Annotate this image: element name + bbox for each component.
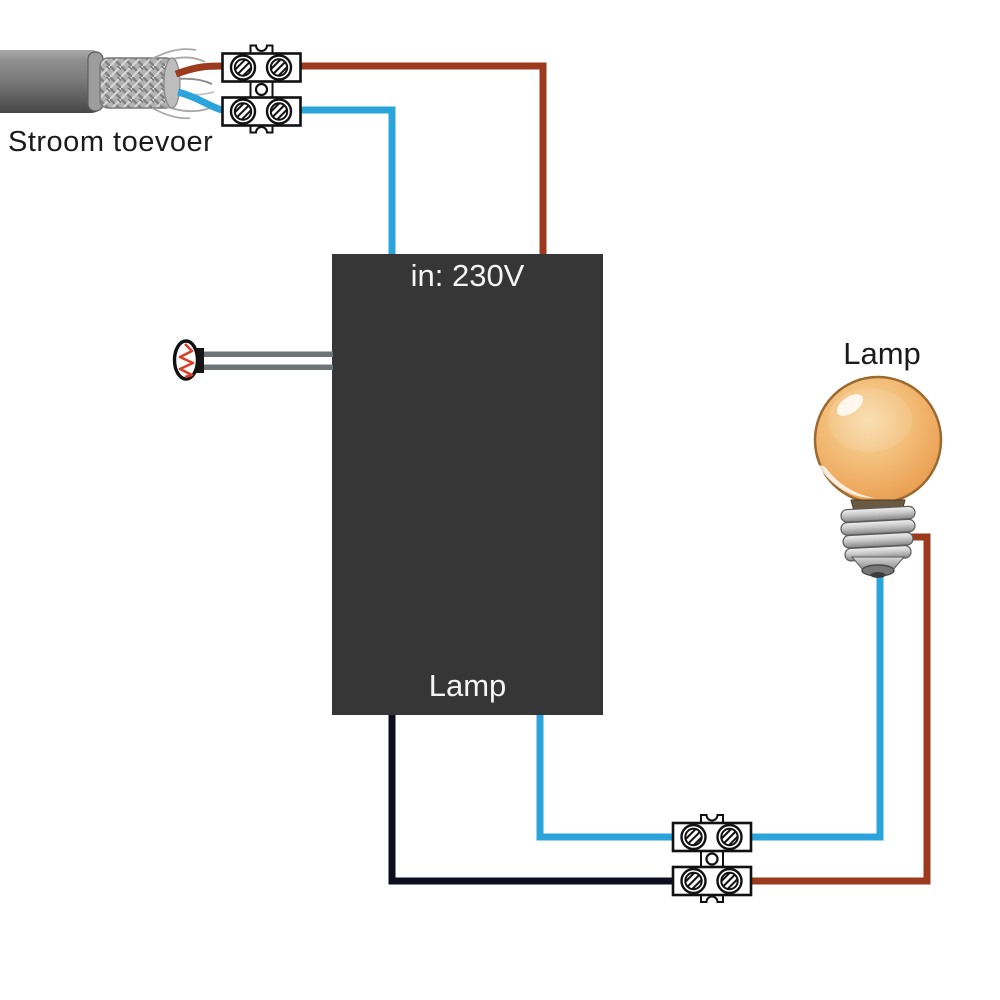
wires	[174, 62, 931, 885]
power-cable	[0, 48, 215, 120]
antenna	[172, 339, 333, 381]
lamp-label: Lamp	[843, 336, 921, 371]
output-terminal-block	[671, 813, 753, 904]
neutral-wire-to-box	[300, 106, 396, 258]
input-terminal-block	[221, 44, 302, 134]
antenna-rod-top	[203, 351, 333, 357]
antenna-coil-icon	[178, 343, 195, 379]
receiver-box	[332, 254, 603, 715]
bulb-highlight-crescent	[818, 465, 874, 498]
live-wire-to-box	[300, 62, 547, 258]
antenna-mount	[195, 348, 204, 373]
switched-wire-box-to-block	[388, 712, 673, 885]
cable-shield-braid	[99, 57, 175, 109]
power-supply-label: Stroom toevoer	[8, 126, 214, 158]
bulb-screw-base	[840, 499, 916, 578]
live-wire-cable-to-block	[174, 62, 223, 78]
cable-jacket	[0, 50, 104, 113]
neutral-wire-box-to-block	[536, 712, 673, 841]
bulb-highlight	[836, 394, 864, 416]
live-wire-block-to-lamp	[751, 533, 931, 885]
neutral-wire-cable-to-block	[177, 88, 224, 114]
neutral-wire-block-to-lamp	[751, 572, 884, 841]
box-output-label: Lamp	[428, 668, 507, 703]
antenna-rod-bottom	[203, 364, 333, 370]
lamp-bulb	[813, 375, 943, 578]
box-input-voltage-label: in: 230V	[410, 258, 525, 293]
